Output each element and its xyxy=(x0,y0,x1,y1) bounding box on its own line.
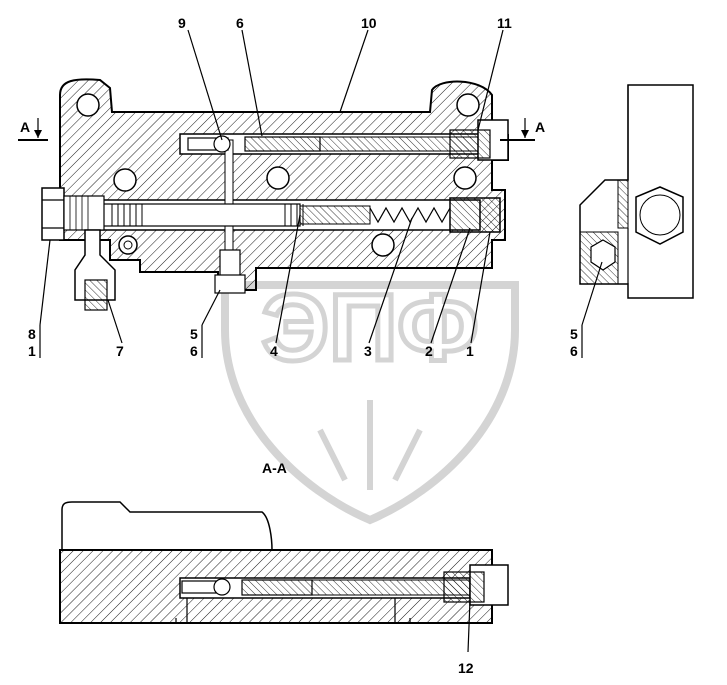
main-body xyxy=(41,78,509,311)
label-9: 9 xyxy=(178,15,186,31)
section-marker-left: A xyxy=(18,118,48,141)
watermark-text: ЭПФ xyxy=(262,275,479,381)
leaders-bottom xyxy=(39,214,491,358)
label-6: 6 xyxy=(236,15,244,31)
wheat-emblem xyxy=(317,400,423,490)
leaders-top xyxy=(187,29,504,141)
section-a-a xyxy=(59,501,509,653)
label-2: 2 xyxy=(425,343,433,359)
label-6r: 6 xyxy=(570,343,578,359)
label-1b: 1 xyxy=(466,343,474,359)
label-6b: 6 xyxy=(190,343,198,359)
label-10: 10 xyxy=(361,15,377,31)
label-5r: 5 xyxy=(570,326,578,342)
label-5: 5 xyxy=(190,326,198,342)
label-3: 3 xyxy=(364,343,372,359)
label-7: 7 xyxy=(116,343,124,359)
section-marker-right: A xyxy=(500,118,545,141)
watermark: ЭПФ xyxy=(221,273,519,525)
label-12: 12 xyxy=(458,660,474,676)
svg-text:A: A xyxy=(535,119,545,135)
label-4: 4 xyxy=(270,343,278,359)
section-title: А-А xyxy=(262,460,287,476)
label-1a: 1 xyxy=(28,343,36,359)
label-8: 8 xyxy=(28,326,36,342)
label-11: 11 xyxy=(497,15,512,31)
side-view xyxy=(579,84,694,358)
svg-text:A: A xyxy=(20,119,30,135)
